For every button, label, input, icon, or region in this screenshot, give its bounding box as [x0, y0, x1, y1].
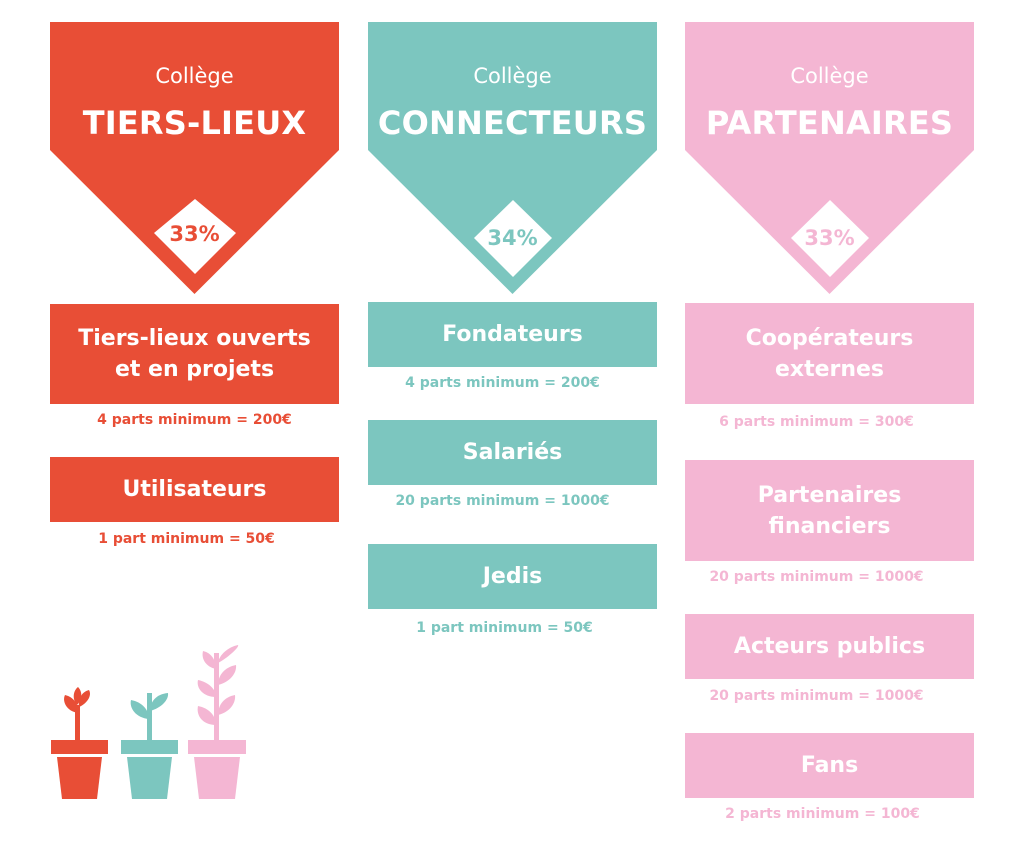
group-minimum: 20 parts minimum = 1000€ — [709, 569, 924, 585]
group-label: Tiers-lieux ouverts et en projets — [78, 326, 311, 382]
group-label: Fans — [800, 753, 859, 778]
college-percent: 33% — [804, 226, 855, 250]
group-minimum: 1 part minimum = 50€ — [416, 620, 593, 636]
group-minimum: 6 parts minimum = 300€ — [719, 414, 914, 430]
group-label: Partenaires financiers — [757, 482, 902, 539]
group-label: Acteurs publics — [733, 634, 926, 659]
group-label: Jedis — [482, 564, 543, 589]
group-partenaires-financiers: Partenaires financiers — [685, 460, 974, 561]
college-tiers-lieux-arrow — [50, 22, 339, 294]
college-connecteurs: Collège CONNECTEURS 34% — [368, 22, 657, 294]
college-title: TIERS-LIEUX — [82, 104, 307, 142]
group-minimum: 4 parts minimum = 200€ — [97, 412, 292, 428]
college-partenaires-arrow — [685, 22, 974, 294]
group-tiers-lieux-ouverts: Tiers-lieux ouverts et en projets — [50, 304, 339, 404]
group-minimum: 4 parts minimum = 200€ — [405, 375, 600, 391]
group-utilisateurs: Utilisateurs — [50, 457, 339, 522]
college-partenaires: Collège PARTENAIRES 33% — [685, 22, 974, 294]
college-subtitle: Collège — [155, 64, 234, 88]
group-label: Fondateurs — [442, 322, 583, 347]
group-label: Salariés — [462, 440, 563, 465]
college-title: PARTENAIRES — [705, 104, 954, 142]
college-title: CONNECTEURS — [377, 104, 648, 142]
group-salaries: Salariés — [368, 420, 657, 485]
teal-sprout-pot-icon — [121, 693, 178, 799]
group-label: Coopérateurs externes — [745, 325, 914, 382]
pink-plant-pot-icon — [188, 645, 246, 799]
group-minimum: 1 part minimum = 50€ — [98, 531, 275, 547]
group-fondateurs: Fondateurs — [368, 302, 657, 367]
college-connecteurs-arrow — [368, 22, 657, 294]
group-minimum: 20 parts minimum = 1000€ — [395, 493, 610, 509]
college-subtitle: Collège — [473, 64, 552, 88]
group-minimum: 20 parts minimum = 1000€ — [709, 688, 924, 704]
group-jedis: Jedis — [368, 544, 657, 609]
group-cooperateurs-externes: Coopérateurs externes — [685, 303, 974, 404]
college-percent: 34% — [487, 226, 538, 250]
college-tiers-lieux: Collège TIERS-LIEUX 33% — [50, 22, 339, 294]
group-minimum: 2 parts minimum = 100€ — [725, 806, 920, 822]
red-seedling-pot-icon — [51, 687, 108, 799]
college-subtitle: Collège — [790, 64, 869, 88]
group-fans: Fans — [685, 733, 974, 798]
group-acteurs-publics: Acteurs publics — [685, 614, 974, 679]
group-label: Utilisateurs — [122, 477, 267, 502]
college-percent: 33% — [169, 222, 220, 246]
plant-pots-illustration — [51, 645, 246, 799]
